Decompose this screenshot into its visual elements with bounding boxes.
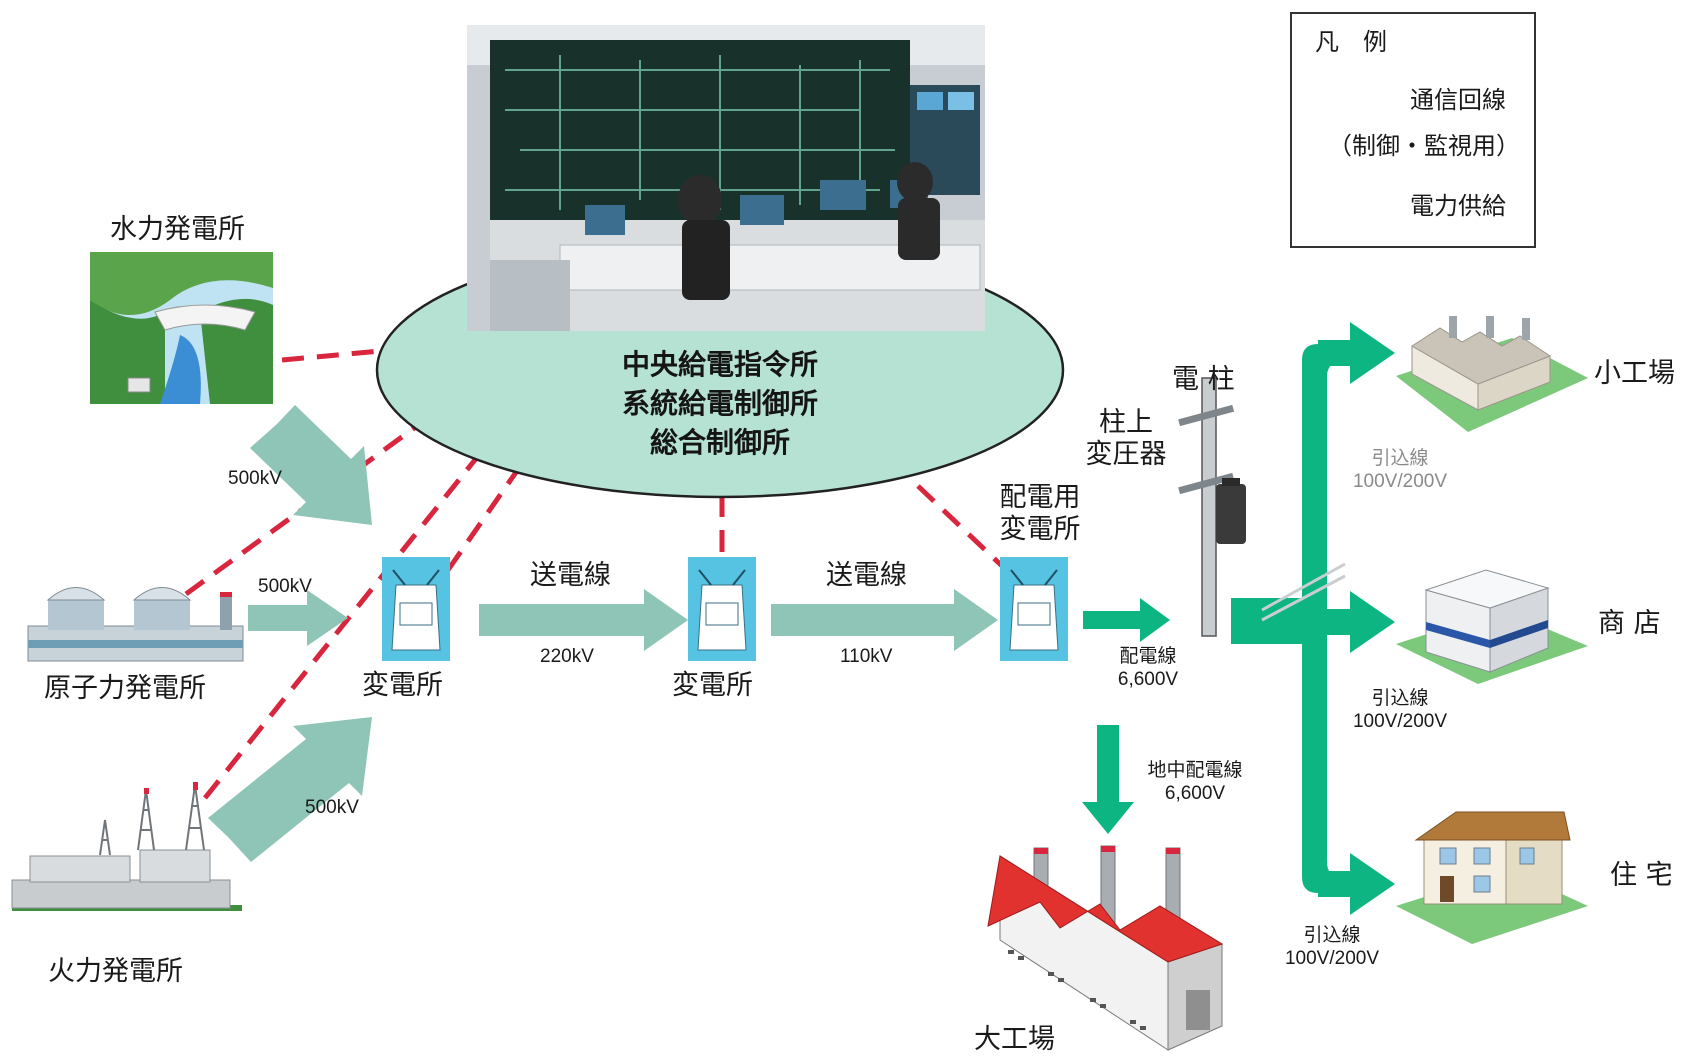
arrow-to-shop [1318,591,1395,653]
line2-voltage-label: 110kV [840,646,893,667]
arrow-thermal-to-substation [208,717,372,862]
service-drop-name: 引込線 [1303,925,1361,946]
service-drop-voltage: 100V/200V [1284,947,1380,969]
nuclear-plant-label: 原子力発電所 [44,673,206,704]
service-drop-voltage: 100V/200V [1352,470,1448,492]
legend-box [1290,12,1536,248]
substation2-label: 変電所 [672,670,753,701]
thermal-plant-label: 火力発電所 [48,956,183,987]
service-drop-label: 引込線 100V/200V [1330,688,1470,734]
hydro-plant-label: 水力発電所 [110,214,245,245]
thermal-voltage-label: 500kV [305,797,359,818]
underground-line-voltage: 6,600V [1164,782,1226,804]
control-center-line1: 中央給電指令所 [621,348,818,381]
legend-title: 凡 例 [1315,28,1387,56]
house-illustration [1396,811,1588,944]
underground-line-name: 地中配電線 [1147,760,1243,781]
transmission-line1-label: 送電線 [530,560,611,591]
control-center-label: 中央給電指令所 系統給電制御所 総合制御所 [570,345,870,463]
utility-pole-label: 電 柱 [1172,364,1235,395]
control-center-line3: 総合制御所 [649,426,790,460]
service-drop-voltage: 100V/200V [1352,710,1448,732]
substation-icon-3 [1000,557,1068,661]
transmission-line2-label: 送電線 [826,560,907,591]
pole-transformer-line2: 変圧器 [1085,439,1167,471]
arrow-hydro-to-substation [250,405,372,525]
legend-power-label: 電力供給 [1410,192,1506,220]
distribution-arrows [1082,322,1395,915]
arrow-to-substation2 [479,589,688,651]
substation-icon-1 [382,557,450,661]
control-center-line2: 系統給電制御所 [621,387,818,421]
control-room-photo [467,25,985,331]
utility-pole-illustration [1178,377,1346,637]
small-factory-illustration [1396,316,1588,432]
service-drop-label: 引込線 100V/200V [1330,448,1470,494]
house-label: 住 宅 [1610,860,1673,891]
distribution-substation-line2: 変電所 [999,514,1081,546]
pole-transformer-line1: 柱上 [1099,407,1153,438]
overhead-line-voltage: 6,600V [1117,668,1179,690]
hydro-voltage-label: 500kV [228,468,282,489]
comm-line-hydro [281,347,393,363]
arrow-to-small-factory [1318,322,1395,384]
service-drop-name: 引込線 [1371,688,1429,709]
substation1-label: 変電所 [362,670,443,701]
pole-transformer-label: 柱上 変圧器 [1076,407,1176,472]
arrow-nuclear-to-substation [248,590,348,646]
overhead-line-label: 配電線 6,600V [1098,646,1198,692]
service-drop-trunk [1231,344,1350,893]
large-factory-label: 大工場 [974,1024,1055,1055]
overhead-line-name: 配電線 [1119,646,1177,667]
large-factory-illustration [987,845,1224,1051]
service-drop-label: 引込線 100V/200V [1262,925,1402,971]
distribution-substation-label: 配電用 変電所 [980,482,1100,547]
legend-comm-sub: （制御・監視用） [1328,132,1520,160]
shop-illustration [1396,569,1588,684]
arrow-to-house [1318,853,1395,915]
small-factory-label: 小工場 [1594,358,1675,389]
service-drop-name: 引込線 [1371,448,1429,469]
comm-line-substation1 [445,453,531,572]
arrow-to-pole [1083,598,1170,642]
thermal-plant-illustration [11,782,242,911]
legend-comm-label: 通信回線 [1410,86,1506,114]
supply-arrows [208,405,998,862]
substation-icon-2 [688,557,756,661]
distribution-substation-line1: 配電用 [999,482,1081,513]
nuclear-plant-illustration [27,587,244,662]
underground-line-label: 地中配電線 6,600V [1130,760,1260,806]
comm-line-distribution-substation [916,484,1004,568]
comm-line-thermal [203,454,480,800]
hydro-plant-illustration [90,252,273,404]
nuclear-voltage-label: 500kV [258,576,312,597]
shop-label: 商 店 [1598,608,1661,639]
line1-voltage-label: 220kV [540,646,594,667]
arrow-to-distribution-substation [771,589,998,651]
arrow-underground [1082,725,1134,834]
